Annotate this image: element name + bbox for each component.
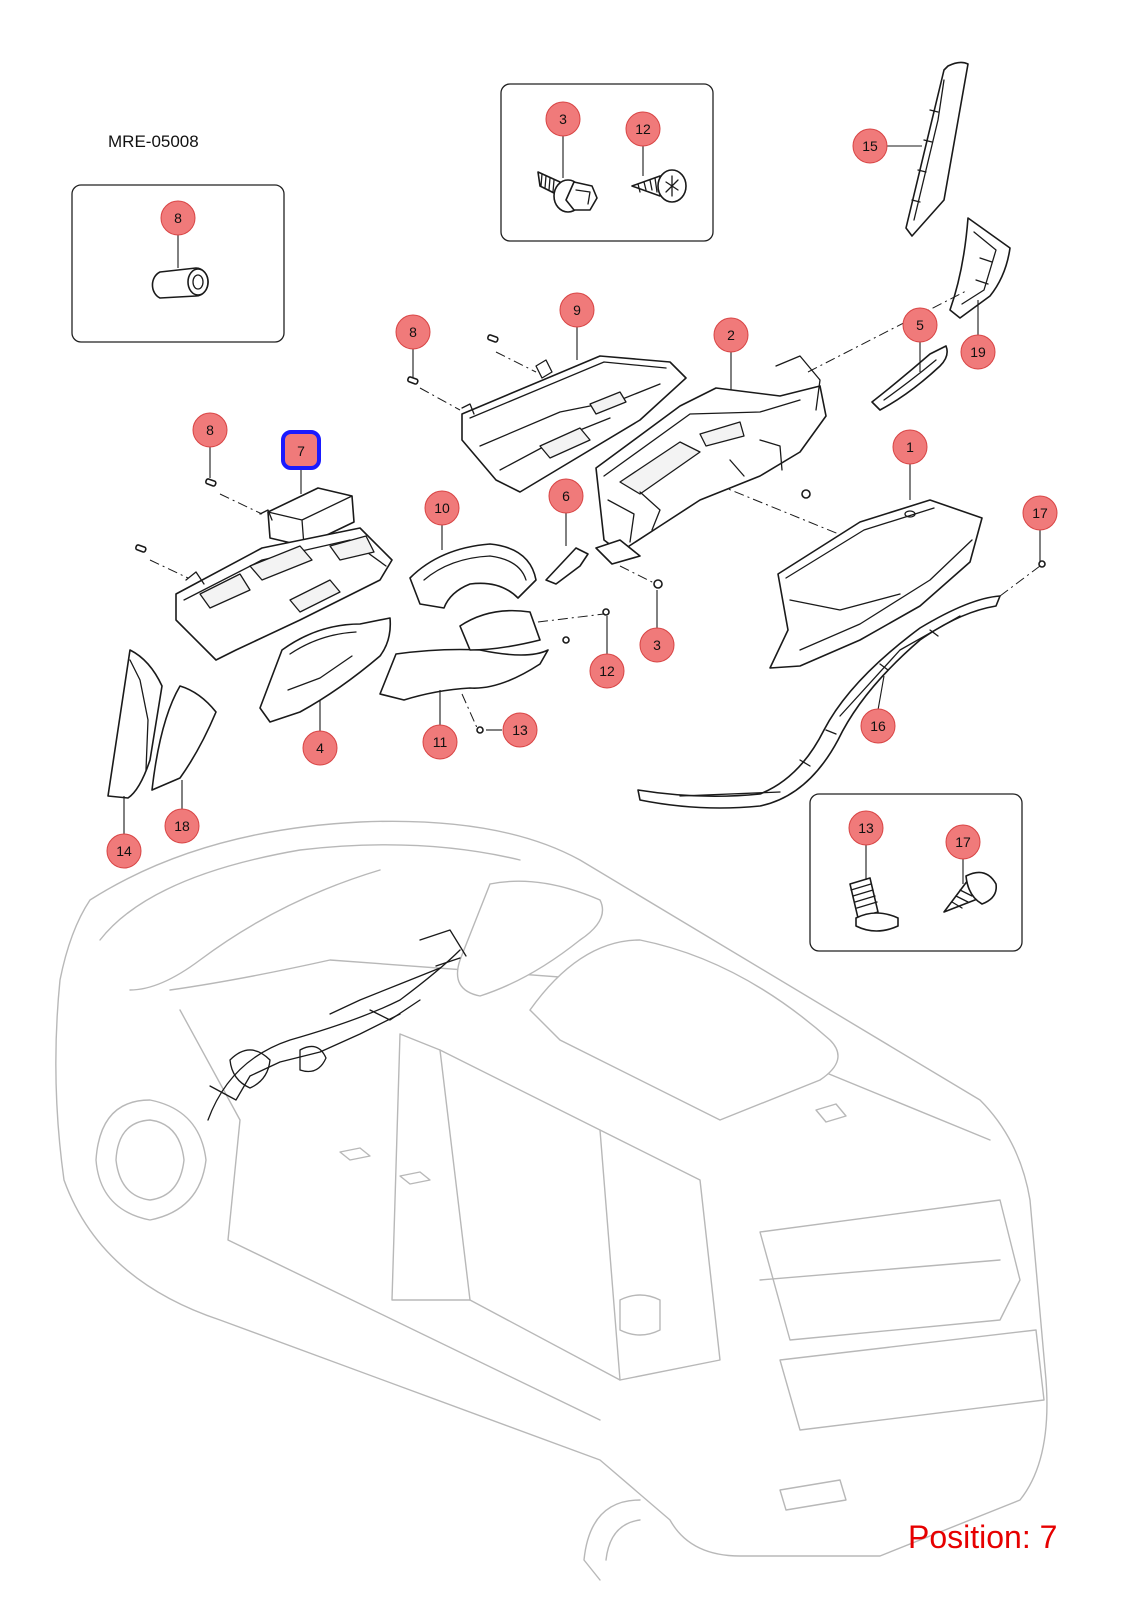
alignment-line [807,289,969,373]
callout-1[interactable]: 1 [892,429,928,465]
svg-text:7: 7 [297,443,305,459]
callout-group: 8 3 12 15 9 8 2 5 [106,101,1058,869]
callout-15[interactable]: 15 [852,128,888,164]
screw-17-icon [943,871,998,913]
svg-text:16: 16 [870,718,886,734]
svg-text:1: 1 [906,439,914,455]
lower-trim-16 [637,595,1001,809]
leader-lines [123,132,1041,884]
diagram-reference-code: MRE-05008 [108,132,199,151]
pillar-trim-15 [905,61,969,237]
pin-fasteners [135,334,1046,734]
alignment-line [461,693,479,731]
svg-text:6: 6 [562,488,570,504]
callout-13[interactable]: 13 [848,810,884,846]
upper-panel-9 [461,355,687,493]
svg-text:15: 15 [862,138,878,154]
column-cover-11 [379,609,549,701]
svg-text:17: 17 [1032,505,1048,521]
callout-12[interactable]: 12 [625,111,661,147]
svg-text:10: 10 [434,500,450,516]
svg-text:3: 3 [653,637,661,653]
callout-6[interactable]: 6 [548,478,584,514]
svg-text:18: 18 [174,818,190,834]
callout-17[interactable]: 17 [945,824,981,860]
callout-8[interactable]: 8 [395,314,431,350]
callout-12[interactable]: 12 [589,653,625,689]
clip-6 [545,547,589,585]
callout-18[interactable]: 18 [164,808,200,844]
svg-text:9: 9 [573,302,581,318]
callout-8[interactable]: 8 [192,412,228,448]
alignment-line [537,613,605,623]
callout-14[interactable]: 14 [106,833,142,869]
callout-10[interactable]: 10 [424,490,460,526]
svg-text:5: 5 [916,317,924,333]
dashboard-frame-2 [595,355,827,565]
column-cover-10 [409,543,537,609]
lower-cover-4 [259,617,392,723]
svg-text:8: 8 [409,324,417,340]
svg-text:2: 2 [727,327,735,343]
svg-text:13: 13 [512,722,528,738]
callout-9[interactable]: 9 [559,292,595,328]
callout-13[interactable]: 13 [502,712,538,748]
module-7 [267,487,355,547]
callout-7-selected[interactable]: 7 [281,430,321,470]
callout-3[interactable]: 3 [545,101,581,137]
alignment-line [495,351,537,373]
alignment-line [149,559,189,579]
vehicle-outline [55,820,1048,1581]
position-indicator: Position: 7 [908,1519,1058,1555]
callout-3[interactable]: 3 [639,627,675,663]
svg-text:17: 17 [955,834,971,850]
callout-5[interactable]: 5 [902,307,938,343]
callout-4[interactable]: 4 [302,730,338,766]
alignment-line [619,565,657,585]
callout-16[interactable]: 16 [860,708,896,744]
inset-box-fasteners-bottom [809,793,1023,952]
vehicle-dashboard-detail [207,929,467,1121]
svg-text:12: 12 [599,663,615,679]
alignment-line [219,493,263,515]
flange-bolt-icon [537,171,598,213]
side-panel-14 [107,649,163,799]
svg-text:14: 14 [116,843,132,859]
callout-2[interactable]: 2 [713,317,749,353]
alignment-line [715,483,869,547]
svg-text:12: 12 [635,121,651,137]
glove-box-1 [769,499,983,669]
svg-text:8: 8 [206,422,214,438]
inset-box-fasteners-top [500,83,714,242]
callout-11[interactable]: 11 [422,724,458,760]
callout-17[interactable]: 17 [1022,495,1058,531]
svg-text:3: 3 [559,111,567,127]
alignment-line [419,387,461,411]
trim-piece-5 [871,345,948,411]
svg-text:4: 4 [316,740,324,756]
bracket-assembly-lower [175,509,393,661]
selection-highlight [281,430,321,470]
side-panel-18 [151,685,217,791]
callout-8[interactable]: 8 [160,200,196,236]
svg-text:13: 13 [858,820,874,836]
bolt-13-icon [849,877,899,932]
side-bracket-19 [949,217,1011,319]
tapping-screw-icon [631,169,687,203]
svg-text:8: 8 [174,210,182,226]
alignment-line [999,565,1041,597]
bushing-part-icon [151,267,209,299]
svg-text:19: 19 [970,344,986,360]
callout-19[interactable]: 19 [960,334,996,370]
svg-text:11: 11 [433,734,448,750]
